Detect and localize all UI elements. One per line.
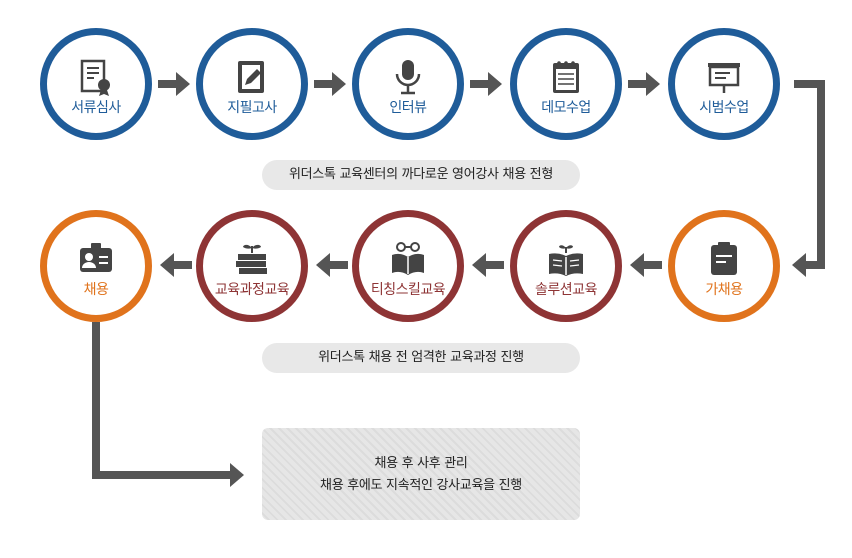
clipboard-icon	[711, 242, 737, 275]
presentation-board-icon	[708, 63, 740, 93]
connector-right	[794, 80, 825, 269]
step-document-review: 서류심사	[40, 28, 152, 140]
document-certificate-icon	[80, 59, 110, 96]
step-label: 인터뷰	[389, 100, 427, 116]
step-label: 가채용	[705, 282, 743, 298]
notepad-icon	[553, 61, 579, 93]
open-book-sprout-icon	[549, 245, 583, 276]
books-sprout-icon	[236, 244, 267, 274]
arrow-right	[158, 72, 190, 96]
post-hire-box: 채용 후 사후 관리 채용 후에도 지속적인 강사교육을 진행	[262, 428, 580, 520]
post-hire-description: 채용 후에도 지속적인 강사교육을 진행	[320, 478, 522, 493]
pen-paper-icon	[238, 61, 264, 93]
process-caption-2: 위더스톡 채용 전 엄격한 교육과정 진행	[262, 343, 580, 373]
step-label: 서류심사	[71, 100, 121, 116]
step-interview: 인터뷰	[352, 28, 464, 140]
step-written-test: 지필고사	[196, 28, 308, 140]
step-trial-class: 시범수업	[668, 28, 780, 140]
step-solution-training: 솔루션교육	[510, 210, 622, 322]
post-hire-title: 채용 후 사후 관리	[374, 456, 468, 471]
step-demo-class: 데모수업	[510, 28, 622, 140]
step-label: 채용	[83, 282, 109, 298]
step-hire: 채용	[40, 210, 152, 322]
glasses-book-icon	[392, 242, 424, 275]
arrow-right	[470, 72, 502, 96]
step-label: 지필고사	[227, 100, 277, 116]
arrow-left	[630, 253, 662, 277]
step-label: 시범수업	[699, 100, 749, 116]
id-badge-icon	[80, 243, 112, 272]
connector-bottom	[92, 322, 232, 479]
step-teaching-skill-training: 티칭스킬교육	[352, 210, 464, 322]
process-caption-1: 위더스톡 교육센터의 까다로운 영어강사 채용 전형	[262, 160, 580, 190]
step-label: 교육과정교육	[214, 282, 290, 298]
step-label: 솔루션교육	[535, 282, 597, 298]
arrow-left	[160, 253, 192, 277]
arrow-right	[628, 72, 660, 96]
step-label: 티칭스킬교육	[370, 282, 446, 298]
arrow-left	[316, 253, 348, 277]
arrow-left	[472, 253, 504, 277]
arrow-right	[314, 72, 346, 96]
step-curriculum-training: 교육과정교육	[196, 210, 308, 322]
step-provisional-hire: 가채용	[668, 210, 780, 322]
arrow-right	[230, 463, 244, 487]
arrow-left	[792, 253, 806, 277]
step-label: 데모수업	[541, 100, 591, 116]
microphone-icon	[395, 60, 421, 95]
